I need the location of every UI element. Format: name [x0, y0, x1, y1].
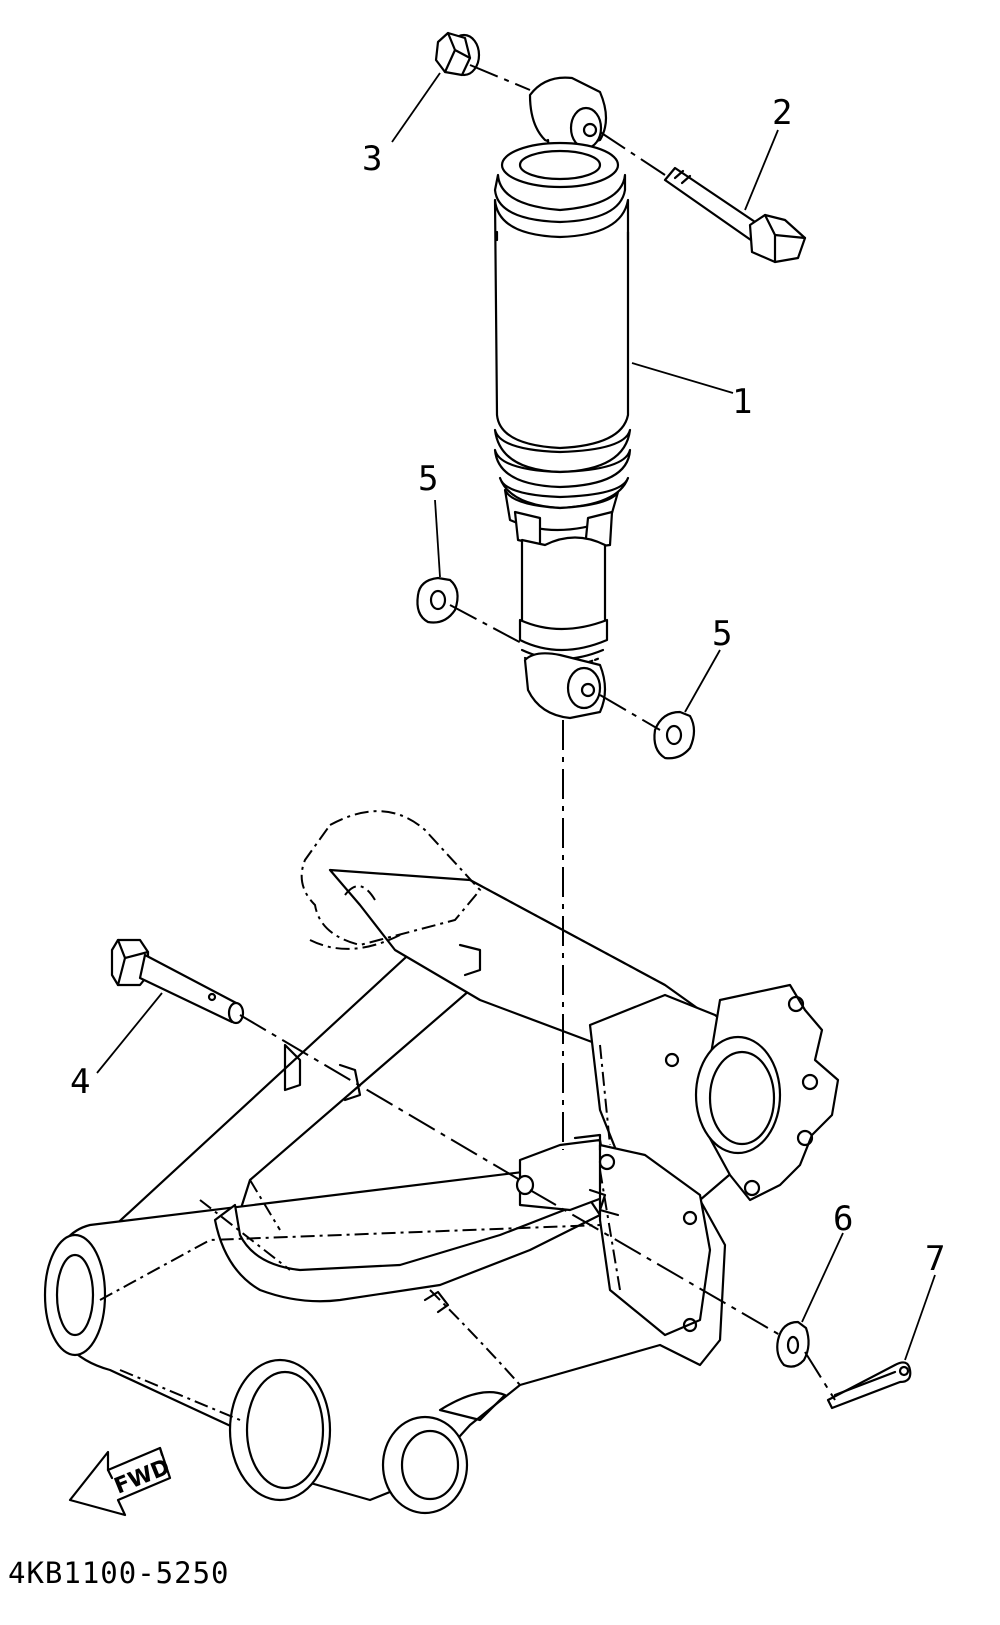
washer-lower [653, 710, 696, 760]
rear-shock-absorber [493, 76, 632, 720]
top-bolt [663, 166, 807, 264]
pivot-bolt [110, 938, 245, 1025]
callout-2: 2 [772, 93, 792, 133]
swingarm [43, 810, 840, 1515]
axle-tube-right [381, 1415, 469, 1515]
callout-6: 6 [833, 1199, 853, 1239]
callout-labels: 1 2 3 4 5 5 6 7 [70, 93, 945, 1279]
washer-rear [776, 1320, 810, 1368]
cotter-pin [826, 1361, 912, 1410]
washer-upper [416, 576, 459, 624]
callout-4: 4 [70, 1062, 90, 1102]
swingarm-hidden-lines [99, 879, 666, 1421]
axle-tube-left [228, 1358, 332, 1502]
shock-mount-bracket [518, 1138, 612, 1212]
callout-5-lower: 5 [712, 614, 732, 654]
forward-arrow: FWD [68, 1446, 174, 1517]
callout-3: 3 [362, 139, 382, 179]
axle-bore [694, 1035, 782, 1155]
callout-7: 7 [925, 1239, 945, 1279]
drawing-code: 4KB1100-5250 [8, 1556, 230, 1590]
callout-1: 1 [732, 382, 752, 422]
top-nut [434, 31, 481, 77]
alignment-lines [239, 64, 836, 1401]
pivot-tube-left [43, 1233, 107, 1357]
leader-lines [96, 72, 936, 1361]
callout-5-upper: 5 [418, 459, 438, 499]
